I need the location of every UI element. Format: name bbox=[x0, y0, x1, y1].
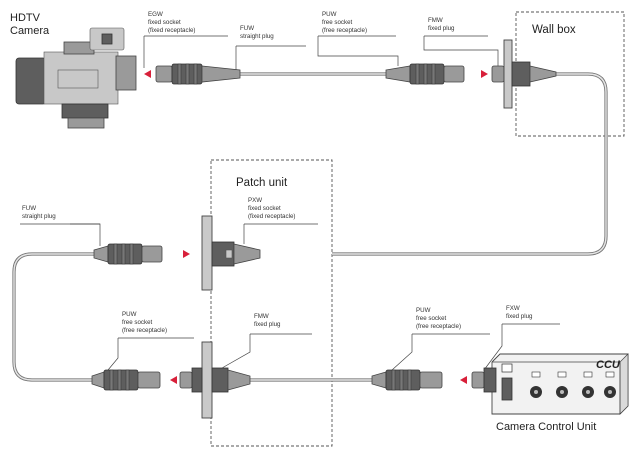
ccu-caption: Camera Control Unit bbox=[496, 421, 596, 433]
straight-plug-1 bbox=[155, 63, 241, 85]
label-sock2-desc: free socket bbox=[122, 319, 153, 326]
label-patch1-type: PXW bbox=[248, 197, 262, 204]
wall-box-title: Wall box bbox=[532, 24, 576, 36]
label-sock3-desc: free socket bbox=[416, 315, 447, 322]
wall-box-connector bbox=[491, 39, 557, 109]
label-sock1-note: (free receptacle) bbox=[322, 27, 367, 34]
label-plug2-type: FUW bbox=[22, 205, 36, 212]
label-sock3-note: (free receptacle) bbox=[416, 323, 461, 330]
camera-title-line1: HDTV bbox=[10, 12, 41, 24]
label-wall-desc: fixed plug bbox=[428, 25, 455, 32]
patch-unit-frame bbox=[210, 159, 333, 447]
label-patch1-desc: fixed socket bbox=[248, 205, 281, 212]
label-patch1-note: (fixed receptacle) bbox=[248, 213, 295, 220]
ccu-badge: CCU bbox=[596, 359, 621, 371]
camera-control-unit bbox=[471, 353, 629, 415]
label-patch2-desc: fixed plug bbox=[254, 321, 281, 328]
free-socket-1 bbox=[385, 63, 465, 85]
label-sock2-type: PUW bbox=[122, 311, 137, 318]
free-socket-2 bbox=[91, 369, 161, 391]
label-sock2-note: (free receptacle) bbox=[122, 327, 167, 334]
label-sock1-desc: free socket bbox=[322, 19, 353, 26]
label-cam-socket-type: EGW bbox=[148, 11, 163, 18]
label-wall-type: FMW bbox=[428, 17, 443, 24]
straight-plug-2 bbox=[93, 243, 163, 265]
patch-fixed-socket bbox=[201, 215, 261, 291]
arrow-icon bbox=[183, 250, 190, 258]
label-plug2-desc: straight plug bbox=[22, 213, 56, 220]
free-socket-3 bbox=[371, 369, 443, 391]
label-cam-socket-desc: fixed socket bbox=[148, 19, 181, 26]
arrow-icon bbox=[460, 376, 467, 384]
patch-unit-title: Patch unit bbox=[236, 177, 288, 189]
label-plug1-type: FUW bbox=[240, 25, 254, 32]
arrow-icon bbox=[170, 376, 177, 384]
label-ccu-type: FXW bbox=[506, 305, 520, 312]
patch-fixed-plug bbox=[179, 341, 251, 419]
arrow-icon bbox=[481, 70, 488, 78]
arrow-icon bbox=[144, 70, 151, 78]
label-sock1-type: PUW bbox=[322, 11, 337, 18]
label-plug1-desc: straight plug bbox=[240, 33, 274, 40]
label-sock3-type: PUW bbox=[416, 307, 431, 314]
label-cam-socket-note: (fixed receptacle) bbox=[148, 27, 195, 34]
camera-title-line2: Camera bbox=[10, 25, 50, 37]
label-patch2-type: FMW bbox=[254, 313, 269, 320]
hdtv-camera bbox=[15, 27, 137, 129]
label-ccu-desc: fixed plug bbox=[506, 313, 533, 320]
